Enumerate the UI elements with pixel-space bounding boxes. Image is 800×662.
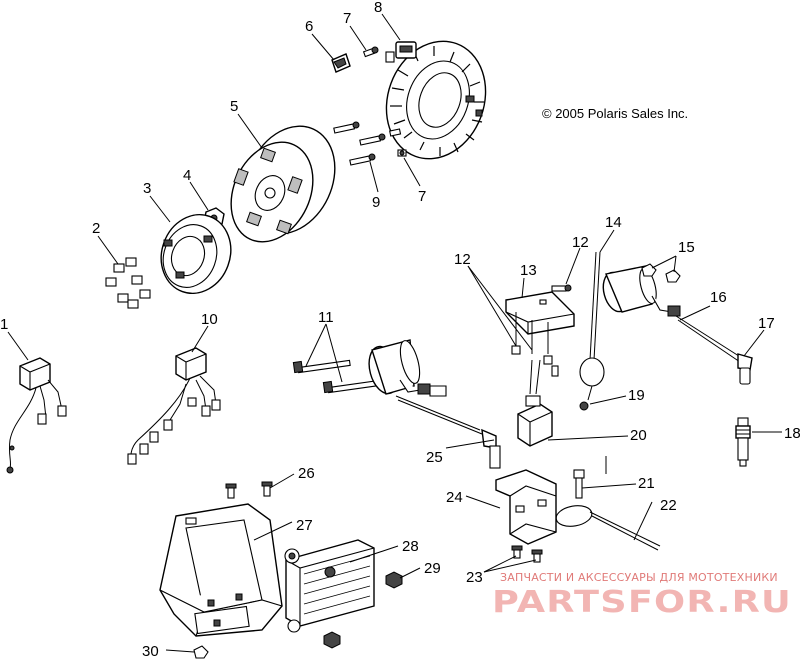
leader-lines: [7, 13, 782, 653]
electrical-tray: [159, 503, 283, 637]
callout-28: 28: [402, 538, 419, 555]
callout-4: 4: [183, 167, 191, 184]
relay-harness: [6, 357, 67, 474]
box-screws: [225, 481, 273, 499]
bracket-screws: [511, 545, 543, 563]
callout-12-left: 12: [454, 251, 471, 268]
stator: [385, 40, 487, 160]
tray-screw: [193, 645, 209, 659]
callout-13: 13: [520, 262, 537, 279]
callout-12-right: 12: [572, 234, 589, 251]
callout-8: 8: [374, 0, 382, 16]
coil-nuts: [641, 263, 681, 283]
callout-20: 20: [630, 427, 647, 444]
callout-2: 2: [92, 220, 100, 237]
stator-bolts: [333, 121, 402, 166]
callout-24: 24: [446, 489, 463, 506]
flywheel: [230, 125, 336, 243]
watermark-brand: PARTSFOR.RU: [492, 585, 792, 620]
coil-bracket: [505, 291, 575, 354]
callout-29: 29: [424, 560, 441, 577]
callout-6: 6: [305, 18, 313, 35]
callout-11: 11: [318, 309, 334, 326]
cup-screws: [105, 257, 151, 309]
spark-plug: [735, 417, 751, 467]
callout-22: 22: [660, 497, 677, 514]
callout-14: 14: [605, 214, 622, 231]
regulator: [517, 359, 553, 447]
callout-15: 15: [678, 239, 695, 256]
callout-9: 9: [372, 194, 380, 211]
wire-clamp: [331, 53, 351, 73]
callout-10: 10: [201, 311, 218, 328]
watermark-tagline: ЗАПЧАСТИ И АКСЕССУАРЫ ДЛЯ МОТОТЕХНИКИ: [500, 571, 778, 584]
ignition-coil-rear: [602, 265, 753, 385]
callout-27: 27: [296, 517, 313, 534]
cdi-module: [284, 539, 375, 633]
callout-19: 19: [628, 387, 645, 404]
sensor-lead: [555, 456, 661, 551]
callout-7-lower: 7: [418, 188, 426, 205]
screw-upper: [362, 46, 379, 58]
long-bolts: [292, 359, 381, 394]
callout-21: 21: [638, 475, 655, 492]
callout-7-upper: 7: [343, 10, 351, 27]
wire-harness: [127, 347, 221, 465]
copyright-notice: © 2005 Polaris Sales Inc.: [542, 106, 688, 121]
callout-16: 16: [710, 289, 727, 306]
callout-1: 1: [0, 316, 8, 333]
callout-25: 25: [426, 449, 443, 466]
starter-cup: [160, 213, 232, 295]
module-nut: [385, 571, 403, 589]
regulator-bracket: [495, 469, 557, 545]
module-nut-lower: [323, 631, 341, 649]
callout-26: 26: [298, 465, 315, 482]
callout-18: 18: [784, 425, 800, 442]
bracket-bolts: [511, 284, 572, 377]
callout-5: 5: [230, 98, 238, 115]
callout-3: 3: [143, 180, 151, 197]
callout-17: 17: [758, 315, 775, 332]
cable-assembly: [579, 251, 605, 411]
ignition-coil-front: [368, 339, 501, 469]
callout-23: 23: [466, 569, 483, 586]
callout-30: 30: [142, 643, 159, 660]
screw-lower: [397, 149, 407, 157]
